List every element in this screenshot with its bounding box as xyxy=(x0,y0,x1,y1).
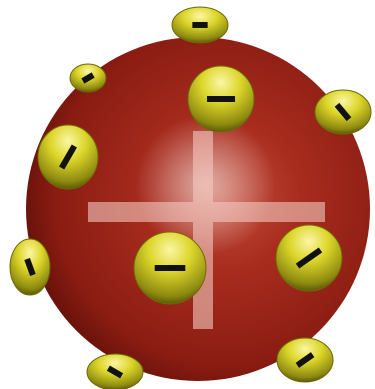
electron-6 xyxy=(134,232,206,304)
electron-2 xyxy=(70,64,106,92)
electron-10 xyxy=(277,338,333,382)
minus-icon xyxy=(207,96,235,102)
electron-7 xyxy=(276,225,342,291)
electron-5 xyxy=(38,125,98,189)
electron-9 xyxy=(87,354,143,389)
minus-icon xyxy=(155,265,186,271)
minus-icon xyxy=(192,22,207,28)
electron-8 xyxy=(10,239,50,295)
electron-4 xyxy=(315,90,371,134)
electron-3 xyxy=(188,66,254,132)
electron-1 xyxy=(172,7,228,43)
